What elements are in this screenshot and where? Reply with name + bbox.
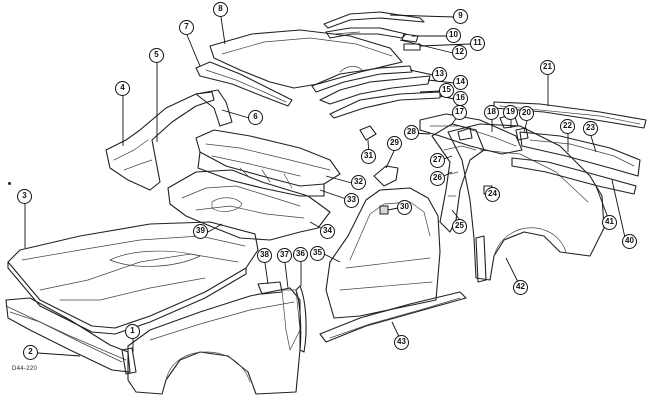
callout-10: 10 bbox=[446, 28, 461, 43]
callout-2: 2 bbox=[23, 345, 38, 360]
callout-11: 11 bbox=[470, 36, 485, 51]
callout-15: 15 bbox=[439, 83, 454, 98]
callout-43: 43 bbox=[394, 335, 409, 350]
callout-35: 35 bbox=[310, 246, 325, 261]
callout-29: 29 bbox=[387, 136, 402, 151]
leader-lines bbox=[24, 14, 627, 357]
callout-19: 19 bbox=[503, 105, 518, 120]
b-pillar-inner bbox=[431, 123, 485, 233]
fender-seals bbox=[257, 281, 307, 353]
roof-panel bbox=[209, 29, 403, 89]
callout-38: 38 bbox=[257, 248, 272, 263]
front-valance bbox=[5, 297, 131, 373]
callout-14: 14 bbox=[453, 75, 468, 90]
callout-16: 16 bbox=[453, 91, 468, 106]
callout-28: 28 bbox=[404, 125, 419, 140]
callout-23: 23 bbox=[583, 121, 598, 136]
door-hardware bbox=[359, 125, 493, 215]
hood-panel bbox=[7, 221, 259, 335]
callout-31: 31 bbox=[361, 149, 376, 164]
callout-39: 39 bbox=[193, 224, 208, 239]
callout-18: 18 bbox=[484, 105, 499, 120]
callout-27: 27 bbox=[430, 153, 445, 168]
callout-3: 3 bbox=[17, 189, 32, 204]
callout-21: 21 bbox=[540, 60, 555, 75]
callout-13: 13 bbox=[432, 67, 447, 82]
callout-20: 20 bbox=[519, 106, 534, 121]
callout-26: 26 bbox=[430, 171, 445, 186]
callout-32: 32 bbox=[351, 175, 366, 190]
callout-24: 24 bbox=[485, 187, 500, 202]
callout-37: 37 bbox=[277, 248, 292, 263]
callout-30: 30 bbox=[397, 200, 412, 215]
front-fender bbox=[121, 287, 301, 395]
callout-42: 42 bbox=[513, 280, 528, 295]
callout-12: 12 bbox=[452, 45, 467, 60]
callout-25: 25 bbox=[452, 219, 467, 234]
callout-17: 17 bbox=[452, 105, 467, 120]
callout-34: 34 bbox=[320, 224, 335, 239]
callout-33: 33 bbox=[344, 193, 359, 208]
windshield-header bbox=[195, 61, 293, 107]
callout-22: 22 bbox=[560, 119, 575, 134]
callout-6: 6 bbox=[248, 110, 263, 125]
rear-quarter-panel bbox=[447, 123, 605, 283]
callout-7: 7 bbox=[179, 20, 194, 35]
rocker-panel bbox=[319, 291, 467, 343]
callout-41: 41 bbox=[602, 215, 617, 230]
callout-40: 40 bbox=[622, 234, 637, 249]
a-pillar-inner bbox=[105, 89, 233, 191]
front-floor-pan bbox=[167, 169, 331, 241]
callout-4: 4 bbox=[115, 81, 130, 96]
roof-rails-moldings bbox=[311, 11, 441, 119]
callout-5: 5 bbox=[149, 48, 164, 63]
figure-code: D44-220 bbox=[12, 366, 38, 372]
callout-8: 8 bbox=[213, 2, 228, 17]
dash-cowl-panel bbox=[195, 129, 341, 197]
callout-9: 9 bbox=[453, 9, 468, 24]
callout-1: 1 bbox=[125, 324, 140, 339]
callout-36: 36 bbox=[293, 247, 308, 262]
marker-dot bbox=[8, 182, 11, 185]
rear-deck-panels bbox=[419, 101, 647, 195]
